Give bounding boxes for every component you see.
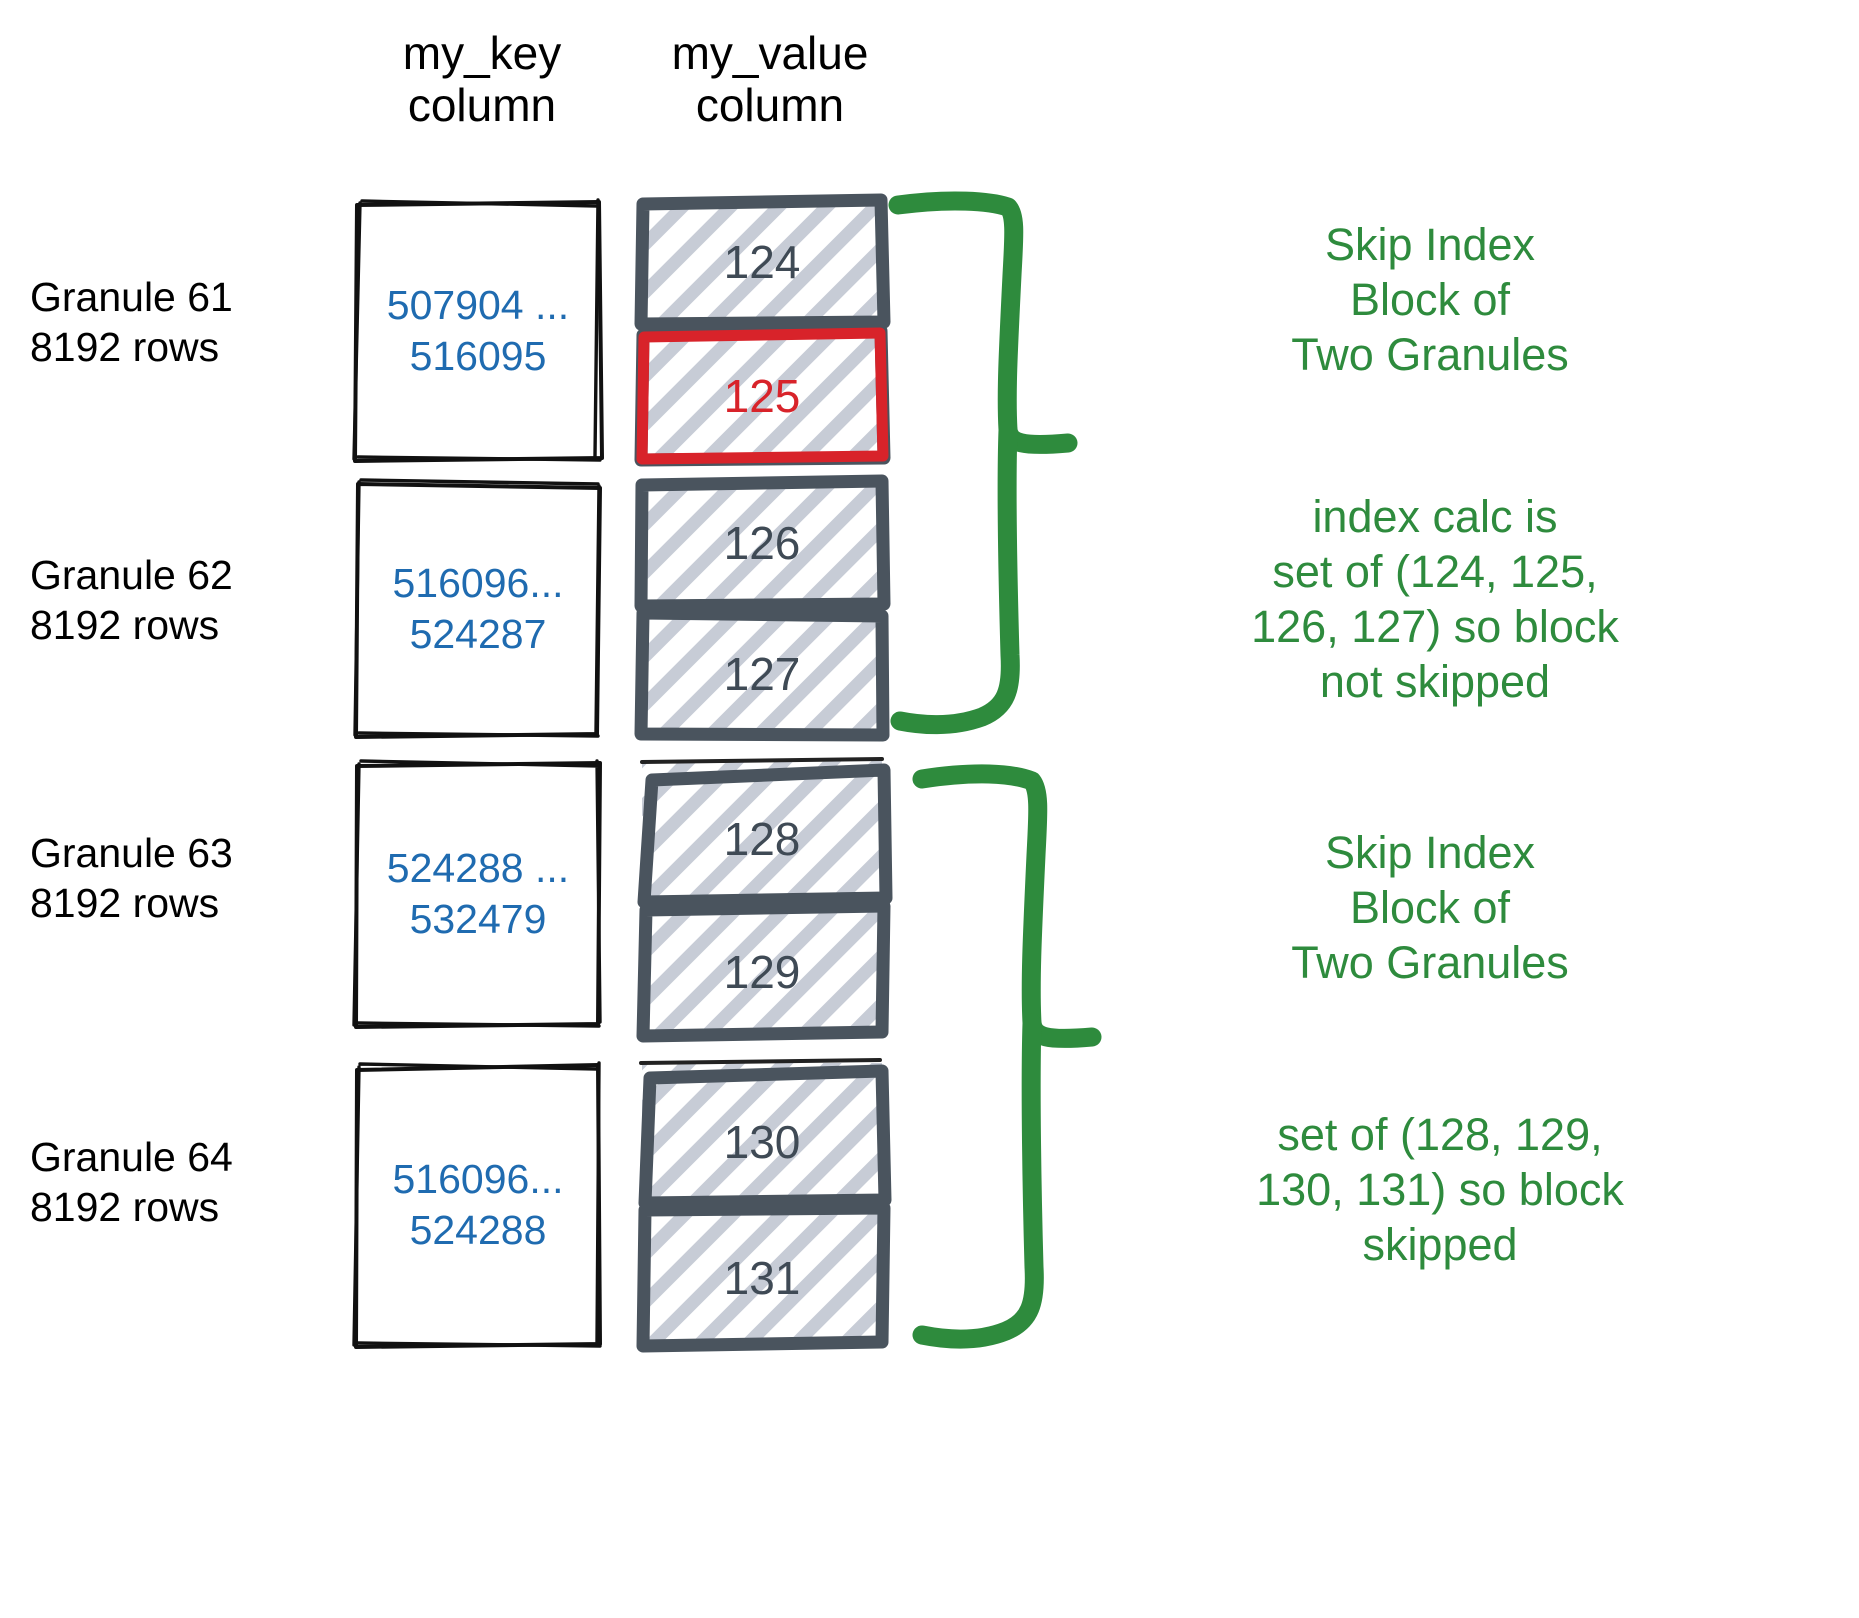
key-range-granule-63: 524288 ... 532479	[386, 844, 570, 942]
column-header-my-key: my_key column	[402, 27, 562, 131]
value-cell-128: 128	[636, 756, 893, 909]
row-label-granule-63: Granule 63 8192 rows	[30, 830, 233, 927]
value-text-125: 125	[723, 370, 801, 422]
key-cell-granule-61: 507904 ... 516095	[352, 198, 604, 463]
value-box-sketch	[634, 606, 890, 742]
key-cell-granule-64: 516096... 524288	[352, 1060, 604, 1350]
column-header-my-value: my_value column	[671, 27, 869, 131]
key-cell-granule-63: 524288 ... 532479	[352, 758, 604, 1030]
key-range-granule-62: 516096... 524287	[392, 559, 564, 657]
key-range-granule-61: 507904 ... 516095	[386, 281, 570, 379]
value-box-sketch	[636, 899, 891, 1043]
value-box-sketch	[637, 757, 893, 909]
row-label-granule-62: Granule 62 8192 rows	[30, 552, 233, 649]
skip-index-brace-upper	[888, 185, 1110, 745]
value-text-131: 131	[723, 1252, 801, 1304]
key-box-sketch	[352, 198, 604, 463]
value-box-sketch-highlighted	[634, 324, 891, 467]
value-cell-125: 125	[634, 324, 891, 467]
value-box-sketch	[634, 474, 891, 613]
row-label-granule-61: Granule 61 8192 rows	[30, 274, 233, 371]
brace-shape	[888, 191, 1078, 735]
annotation-set-of-skipped: set of (128, 129, 130, 131) so block ski…	[1256, 1109, 1624, 1270]
key-box-sketch	[352, 759, 602, 1029]
value-text-124: 124	[723, 236, 801, 288]
value-text-126: 126	[723, 517, 801, 569]
annotation-skip-index-block-upper: Skip Index Block of Two Granules	[1291, 219, 1569, 380]
brace-shape	[912, 764, 1102, 1349]
key-box-sketch	[352, 1061, 602, 1349]
value-cell-127: 127	[634, 606, 890, 742]
value-text-128: 128	[723, 812, 801, 865]
value-cell-126: 126	[634, 474, 891, 613]
annotation-skip-index-block-lower: Skip Index Block of Two Granules	[1291, 827, 1569, 988]
value-cell-129: 129	[636, 899, 891, 1043]
key-cell-granule-62: 516096... 524287	[352, 478, 604, 740]
annotation-index-calc-not-skipped: index calc is set of (124, 125, 126, 127…	[1251, 491, 1619, 707]
value-text-127: 127	[723, 648, 801, 700]
value-text-129: 129	[723, 946, 801, 998]
value-cell-130: 130	[636, 1058, 892, 1210]
value-box-sketch	[636, 1201, 891, 1353]
value-cell-131: 131	[636, 1201, 891, 1353]
row-label-granule-64: Granule 64 8192 rows	[30, 1134, 233, 1231]
value-text-130: 130	[723, 1116, 801, 1169]
value-cell-124: 124	[634, 193, 891, 331]
value-box-sketch	[634, 193, 891, 331]
key-box-sketch	[353, 478, 602, 739]
skip-index-brace-lower	[910, 755, 1130, 1355]
value-box-sketch	[638, 1058, 892, 1210]
key-range-granule-64: 516096... 524288	[392, 1155, 564, 1253]
